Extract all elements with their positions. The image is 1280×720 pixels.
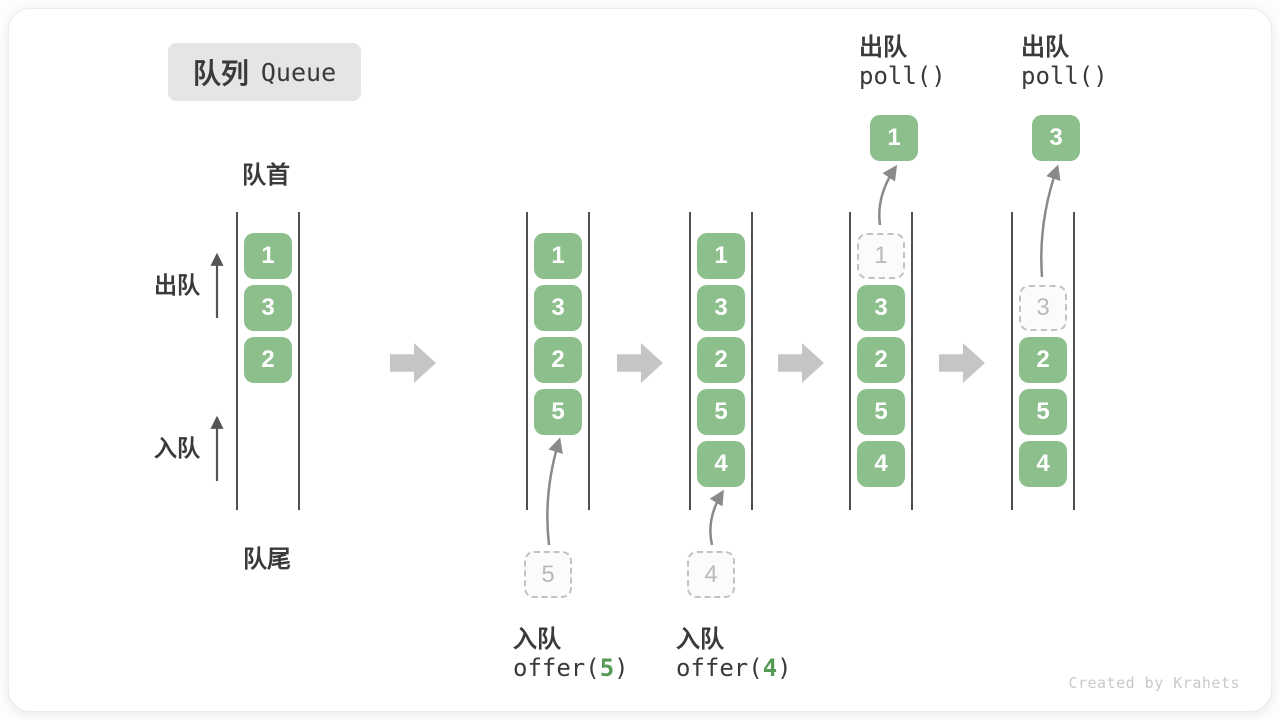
- queue-item: 4: [857, 441, 905, 487]
- title-cn: 队列: [192, 58, 249, 89]
- queue-item: 4: [697, 441, 745, 487]
- enqueue-op-code: offer(4): [676, 654, 792, 682]
- dequeue-op-label: 出队: [859, 34, 907, 61]
- queue-wall: [751, 212, 753, 510]
- queue-item: 1: [534, 233, 582, 279]
- code-text: ): [777, 654, 792, 682]
- watermark: Created by Krahets: [1068, 674, 1240, 692]
- transition-arrow: [617, 343, 663, 383]
- queue-item: 5: [534, 389, 582, 435]
- dequeue-op-code: poll(): [859, 62, 946, 90]
- enqueue-op-label: 入队: [676, 626, 724, 653]
- queue-wall: [236, 212, 238, 510]
- enqueue-op-label: 入队: [513, 626, 561, 653]
- queue-wall: [689, 212, 691, 510]
- queue-wall: [911, 212, 913, 510]
- queue-wall: [1011, 212, 1013, 510]
- queue-wall: [849, 212, 851, 510]
- queue-item: 1: [244, 233, 292, 279]
- transition-arrow: [778, 343, 824, 383]
- queue-item: 5: [697, 389, 745, 435]
- transition-arrow: [390, 343, 436, 383]
- dequeue-op-code: poll(): [1021, 62, 1108, 90]
- code-text: offer(: [676, 654, 763, 682]
- queue-item: 2: [244, 337, 292, 383]
- code-text: ): [614, 654, 629, 682]
- queue-item: 4: [1019, 441, 1067, 487]
- polled-item: 1: [870, 115, 918, 161]
- code-text: offer(: [513, 654, 600, 682]
- queue-item: 3: [244, 285, 292, 331]
- polled-item: 3: [1032, 115, 1080, 161]
- title-en: Queue: [260, 57, 337, 87]
- queue-item: 1: [697, 233, 745, 279]
- enqueue-op-code: offer(5): [513, 654, 629, 682]
- queue-item: 2: [1019, 337, 1067, 383]
- dequeue-side-label: 出队: [154, 272, 200, 298]
- queue-item: 2: [697, 337, 745, 383]
- rear-label: 队尾: [243, 546, 291, 573]
- incoming-item: 4: [687, 551, 735, 598]
- dequeue-op-label: 出队: [1021, 34, 1069, 61]
- queue-item: 3: [857, 285, 905, 331]
- incoming-item: 5: [524, 551, 572, 598]
- enqueue-side-label: 入队: [154, 435, 200, 461]
- queue-item: 2: [857, 337, 905, 383]
- front-label: 队首: [242, 162, 290, 189]
- queue-item: 3: [534, 285, 582, 331]
- queue-item-removed: 1: [857, 233, 905, 279]
- transition-arrow: [939, 343, 985, 383]
- queue-wall: [1073, 212, 1075, 510]
- queue-item: 3: [697, 285, 745, 331]
- queue-wall: [526, 212, 528, 510]
- queue-wall: [298, 212, 300, 510]
- queue-item-removed: 3: [1019, 285, 1067, 331]
- queue-item: 5: [857, 389, 905, 435]
- queue-item: 5: [1019, 389, 1067, 435]
- queue-item: 2: [534, 337, 582, 383]
- code-arg: 5: [599, 654, 615, 682]
- queue-wall: [588, 212, 590, 510]
- title-badge: 队列 Queue: [168, 43, 361, 101]
- code-arg: 4: [762, 654, 778, 682]
